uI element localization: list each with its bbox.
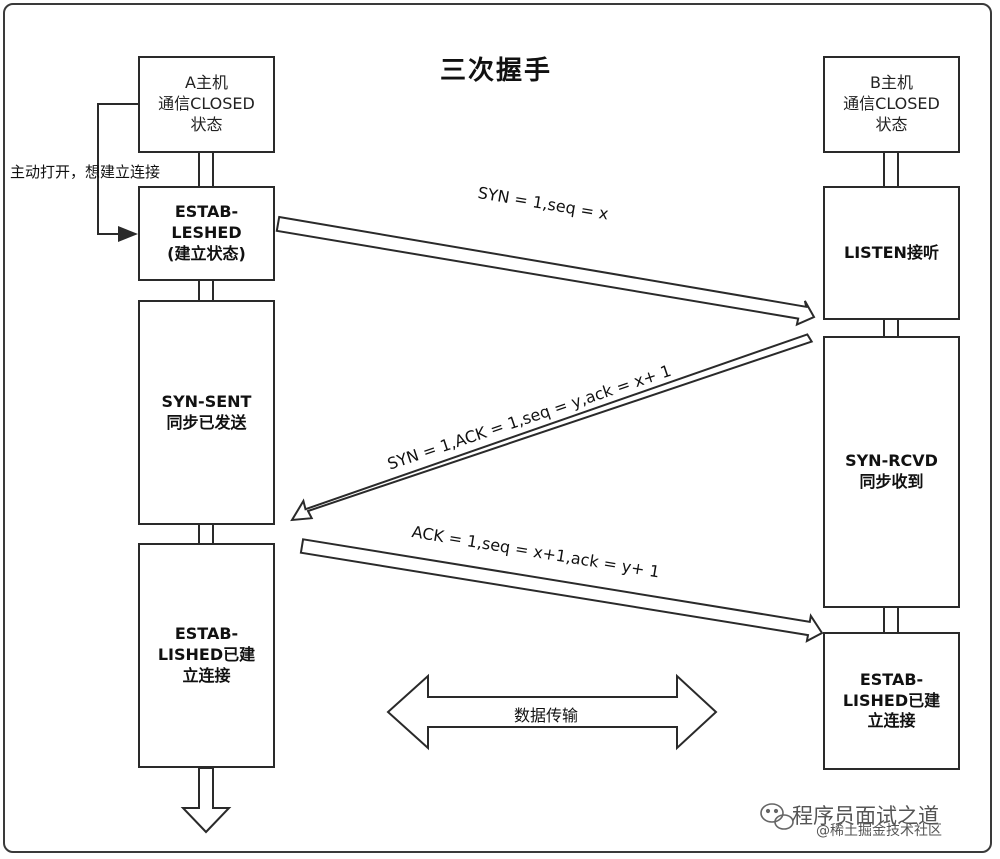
host-b-name: B主机 — [870, 73, 913, 93]
host-a-state: 通信CLOSED — [158, 94, 255, 114]
b-state-listen: LISTEN接听 — [823, 186, 960, 320]
state-label: LISTEN接听 — [844, 242, 939, 262]
ack-arrow — [299, 538, 824, 643]
b-state-established: ESTAB- LISHED已建 立连接 — [823, 632, 960, 770]
watermark-secondary: @稀土掘金技术社区 — [816, 823, 942, 839]
active-open-arrowhead — [118, 226, 138, 242]
host-b-state-suffix: 状态 — [875, 114, 908, 134]
diagram-title: 三次握手 — [440, 56, 553, 86]
a-state-established-init: ESTAB- LESHED (建立状态) — [138, 186, 275, 281]
state-label: 立连接 — [867, 711, 916, 731]
state-label: SYN-SENT — [161, 391, 252, 411]
state-label: SYN-RCVD — [845, 451, 938, 471]
state-label: ESTAB- — [174, 202, 239, 222]
watermark-primary: 程序员面试之道 — [792, 804, 939, 828]
a-state-syn-sent: SYN-SENT 同步已发送 — [138, 300, 275, 525]
data-transfer-arrow — [386, 673, 718, 751]
state-label: LISHED已建 — [842, 690, 941, 710]
host-a-continue-arrow — [180, 767, 232, 834]
host-a-box: A主机 通信CLOSED 状态 — [138, 56, 275, 153]
state-label: ESTAB- — [174, 624, 239, 644]
b-state-syn-rcvd: SYN-RCVD 同步收到 — [823, 336, 960, 608]
diagram-frame — [3, 3, 992, 853]
data-transfer-label: 数据传输 — [514, 706, 579, 725]
host-a-name: A主机 — [185, 73, 228, 93]
host-a-lifeline — [198, 153, 214, 543]
syn-arrow — [275, 215, 816, 327]
state-label: (建立状态) — [167, 243, 246, 263]
state-label: 同步收到 — [859, 472, 924, 491]
state-label: 立连接 — [182, 665, 231, 685]
host-a-state-suffix: 状态 — [190, 114, 223, 134]
state-label: ESTAB- — [859, 669, 924, 689]
syn-ack-arrow — [290, 333, 814, 522]
host-b-state: 通信CLOSED — [843, 94, 940, 114]
a-state-established: ESTAB- LISHED已建 立连接 — [138, 543, 275, 768]
active-open-connector — [97, 103, 138, 235]
host-b-box: B主机 通信CLOSED 状态 — [823, 56, 960, 153]
state-label: 同步已发送 — [166, 412, 247, 432]
wechat-logo-icon — [760, 803, 794, 830]
active-open-label: 主动打开，想建立连接 — [10, 163, 161, 181]
state-label: LISHED已建 — [157, 645, 256, 665]
host-b-lifeline — [883, 153, 899, 632]
state-label: LESHED — [171, 223, 242, 243]
